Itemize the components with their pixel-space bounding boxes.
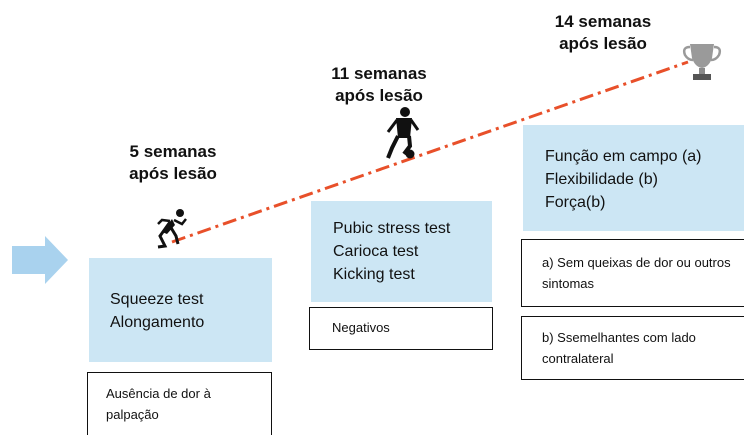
stage-item: Flexibilidade (b) [545,171,658,188]
result-box-2: Negativos [309,307,493,350]
result-box-3: a) Sem queixas de dor ou outros sintomas [521,239,744,307]
stage-item: Função em campo (a) [545,148,702,165]
stage-item: Pubic stress test [333,220,451,237]
milestone-label-11-weeks: 11 semanas após lesão [331,64,427,105]
progress-line [171,60,689,244]
stage-item: Squeeze test [110,291,204,308]
stage-item: Carioca test [333,243,419,260]
milestone-label-14-weeks: 14 semanas após lesão [554,12,652,53]
milestone-label-5-weeks: 5 semanas após lesão [129,142,217,183]
result-box-1: Ausência de dor à palpação [87,372,272,435]
stage-item: Alongamento [110,314,205,331]
stage-box-3: Função em campo (a) Flexibilidade (b) Fo… [523,125,744,231]
soccer-player-icon [386,107,420,159]
stage-item: Força(b) [545,194,606,211]
trophy-icon [682,44,722,80]
running-person-icon [157,209,187,249]
result-box-4: b) Ssemelhantes com lado contralateral [521,316,744,380]
stage-box-1: Squeeze test Alongamento [89,258,272,362]
stage-box-2: Pubic stress test Carioca test Kicking t… [311,201,492,302]
stage-item: Kicking test [333,266,415,283]
arrow-right-icon [12,236,68,284]
